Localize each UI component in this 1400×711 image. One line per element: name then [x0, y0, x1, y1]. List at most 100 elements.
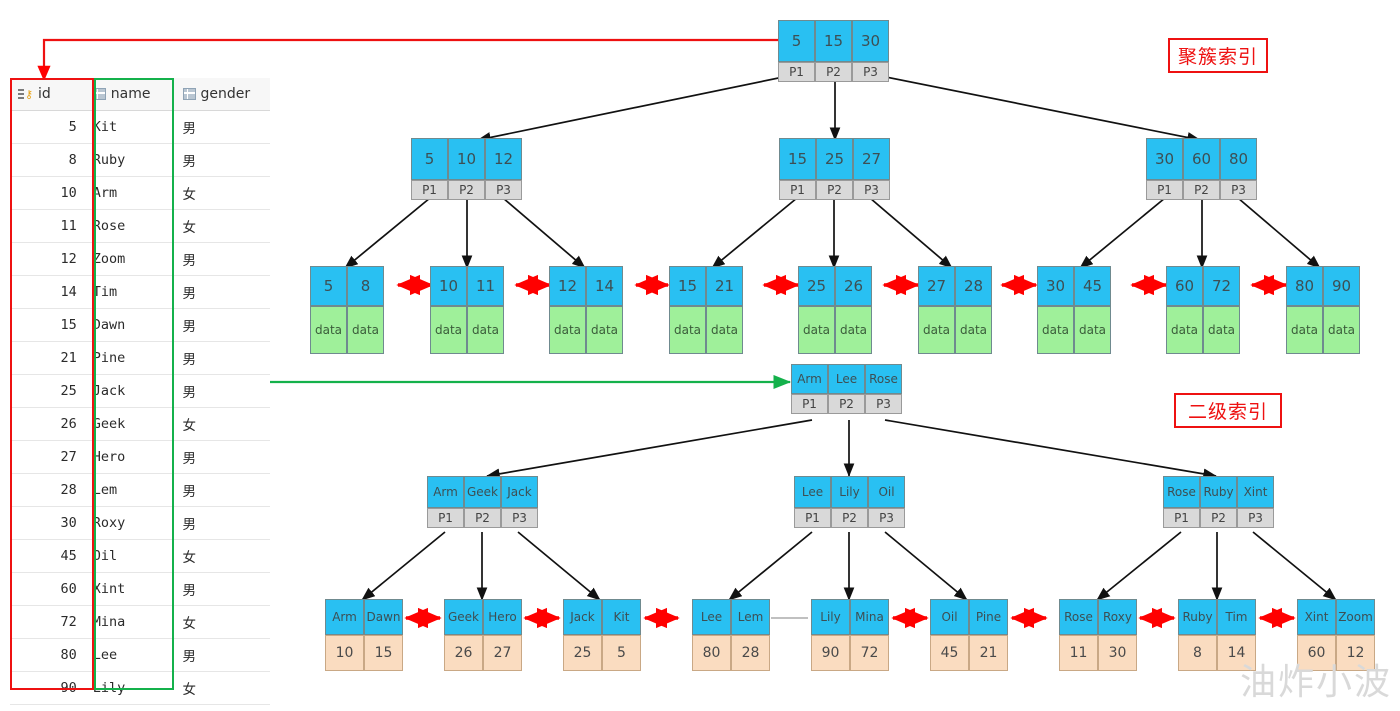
node-key-cell: 80	[1220, 138, 1257, 180]
cell-name: Zoom	[84, 242, 175, 276]
cell-id: 5	[10, 110, 85, 144]
cell-gender: 女	[174, 539, 270, 573]
column-header-id[interactable]: ⚷ id	[10, 78, 85, 111]
column-header-gender[interactable]: gender	[174, 78, 270, 111]
column-header-name[interactable]: name	[84, 78, 175, 111]
cell-gender: 男	[174, 572, 270, 606]
node-pointer-cell: P1	[1163, 508, 1200, 528]
cell-id: 90	[10, 671, 85, 705]
node-pointer-cell: P3	[868, 508, 905, 528]
node-pointer-cell: P2	[448, 180, 485, 200]
node-key-cell: Lee	[692, 599, 731, 635]
node-rowid-cell: 72	[850, 635, 889, 671]
cell-name: Jack	[84, 374, 175, 408]
node-rowid-cell: 26	[444, 635, 483, 671]
primary-key-icon: ⚷	[18, 88, 33, 101]
node-pointer-cell: P1	[779, 180, 816, 200]
node-key-cell: Lily	[811, 599, 850, 635]
node-key-cell: 21	[706, 266, 743, 306]
node-data-cell: data	[430, 306, 467, 354]
node-key-cell: 14	[586, 266, 623, 306]
node-pointer-cell: P3	[1237, 508, 1274, 528]
cell-gender: 男	[174, 506, 270, 540]
cell-name: Xint	[84, 572, 175, 606]
cell-name: Ruby	[84, 143, 175, 177]
node-data-cell: data	[955, 306, 992, 354]
cell-gender: 女	[174, 605, 270, 639]
node-pointer-cell: P2	[831, 508, 868, 528]
cell-id: 26	[10, 407, 85, 441]
node-key-cell: Kit	[602, 599, 641, 635]
node-rowid-cell: 21	[969, 635, 1008, 671]
node-key-cell: 30	[1146, 138, 1183, 180]
node-key-cell: 10	[430, 266, 467, 306]
node-key-cell: Rose	[865, 364, 902, 394]
node-key-cell: 15	[815, 20, 852, 62]
node-pointer-cell: P2	[1183, 180, 1220, 200]
node-rowid-cell: 14	[1217, 635, 1256, 671]
cell-name: Lee	[84, 638, 175, 672]
node-key-cell: 45	[1074, 266, 1111, 306]
node-key-cell: Rose	[1163, 476, 1200, 508]
node-rowid-cell: 27	[483, 635, 522, 671]
node-pointer-cell: P2	[828, 394, 865, 414]
node-key-cell: 90	[1323, 266, 1360, 306]
node-key-cell: 25	[798, 266, 835, 306]
node-rowid-cell: 15	[364, 635, 403, 671]
cell-name: Lily	[84, 671, 175, 705]
node-key-cell: Arm	[325, 599, 364, 635]
node-pointer-cell: P2	[816, 180, 853, 200]
cell-name: Mina	[84, 605, 175, 639]
node-rowid-cell: 45	[930, 635, 969, 671]
node-key-cell: 12	[485, 138, 522, 180]
grid-icon	[92, 88, 106, 100]
cell-gender: 男	[174, 308, 270, 342]
node-rowid-cell: 80	[692, 635, 731, 671]
cell-gender: 男	[174, 473, 270, 507]
